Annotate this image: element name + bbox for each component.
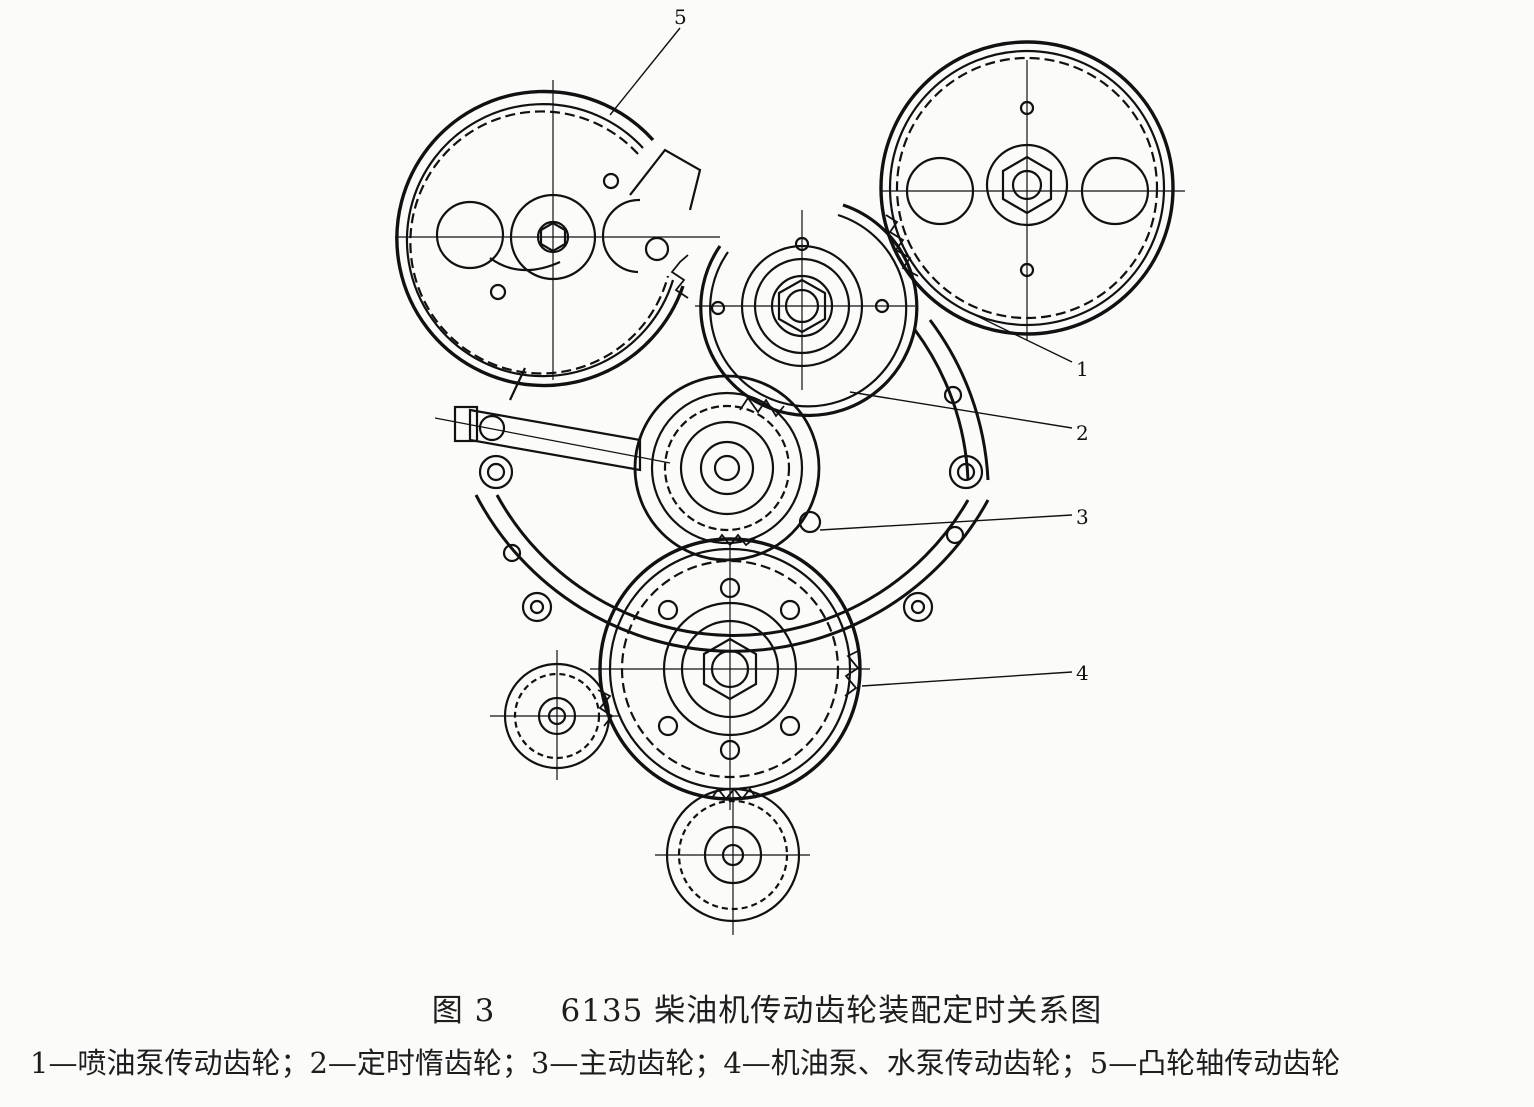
camshaft-drive-gear [395, 80, 720, 388]
callout-5: 5 [674, 5, 687, 29]
injection-pump-drive-gear [879, 40, 1185, 340]
gear-train-diagram: 5 1 2 3 4 [395, 5, 1185, 935]
connecting-rod [434, 367, 671, 472]
callout-2: 2 [1076, 421, 1089, 445]
timing-idler-gear [670, 203, 919, 417]
callout-3: 3 [1076, 505, 1089, 529]
oil-water-pump-drive-gear [590, 537, 870, 810]
callout-4: 4 [1076, 661, 1089, 685]
figure-title: 图 3 6135 柴油机传动齿轮装配定时关系图 [431, 993, 1103, 1029]
crankshaft-drive-gear [633, 374, 822, 562]
small-bottom-gear [655, 787, 810, 935]
gear-housing-ring [474, 319, 990, 653]
small-left-gear [490, 650, 620, 780]
callout-1: 1 [1076, 357, 1089, 381]
figure-legend: 1—喷油泵传动齿轮；2—定时惰齿轮；3—主动齿轮；4—机油泵、水泵传动齿轮；5—… [30, 1046, 1341, 1080]
leader-lines [609, 27, 1073, 687]
